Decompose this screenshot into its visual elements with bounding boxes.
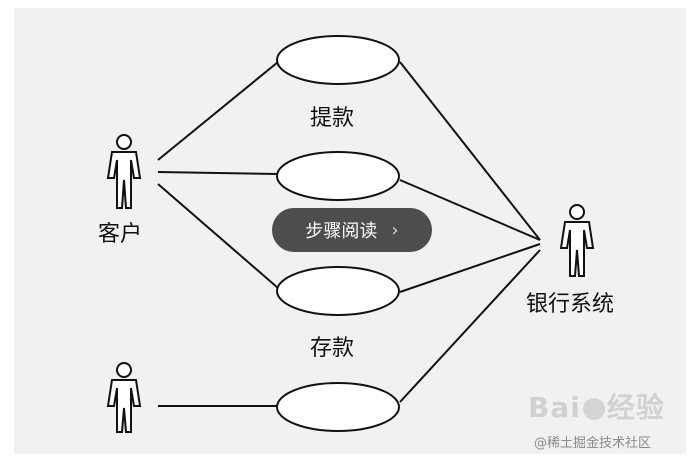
use-case-bottom (276, 382, 400, 432)
assoc-customer-middle (157, 171, 279, 175)
association-lines (157, 61, 541, 407)
watermark-brand-b: 经验 (606, 391, 665, 424)
actor-unnamed-figure (106, 362, 142, 433)
chevron-right-icon: › (391, 219, 399, 241)
assoc-bank-bottom (399, 249, 541, 403)
assoc-bank-middle (399, 179, 541, 241)
assoc-customer-deposit (157, 183, 279, 289)
baidu-watermark: Bai 经验 (528, 386, 665, 426)
use-case-middle (276, 151, 400, 201)
assoc-customer-withdraw (157, 61, 279, 161)
actor-label-customer: 客户 (98, 222, 143, 247)
assoc-bank-withdraw (399, 61, 541, 241)
use-case-withdraw (276, 35, 400, 85)
step-reading-button[interactable]: 步骤阅读 › (272, 208, 432, 252)
actor-bank-system-figure (559, 204, 595, 277)
watermark-brand-a: Bai (528, 391, 581, 424)
source-credit: @稀土掘金技术社区 (534, 436, 652, 451)
use-case-label-deposit: 存款 (310, 336, 355, 361)
use-case-deposit (276, 266, 400, 316)
assoc-bank-deposit (399, 243, 541, 293)
actor-customer-figure (106, 134, 142, 209)
use-case-ellipses (276, 35, 400, 432)
paw-icon (582, 398, 605, 420)
actor-label-bank-system: 银行系统 (526, 292, 615, 317)
use-case-label-withdraw: 提款 (310, 106, 355, 131)
step-reading-label: 步骤阅读 (305, 221, 378, 242)
